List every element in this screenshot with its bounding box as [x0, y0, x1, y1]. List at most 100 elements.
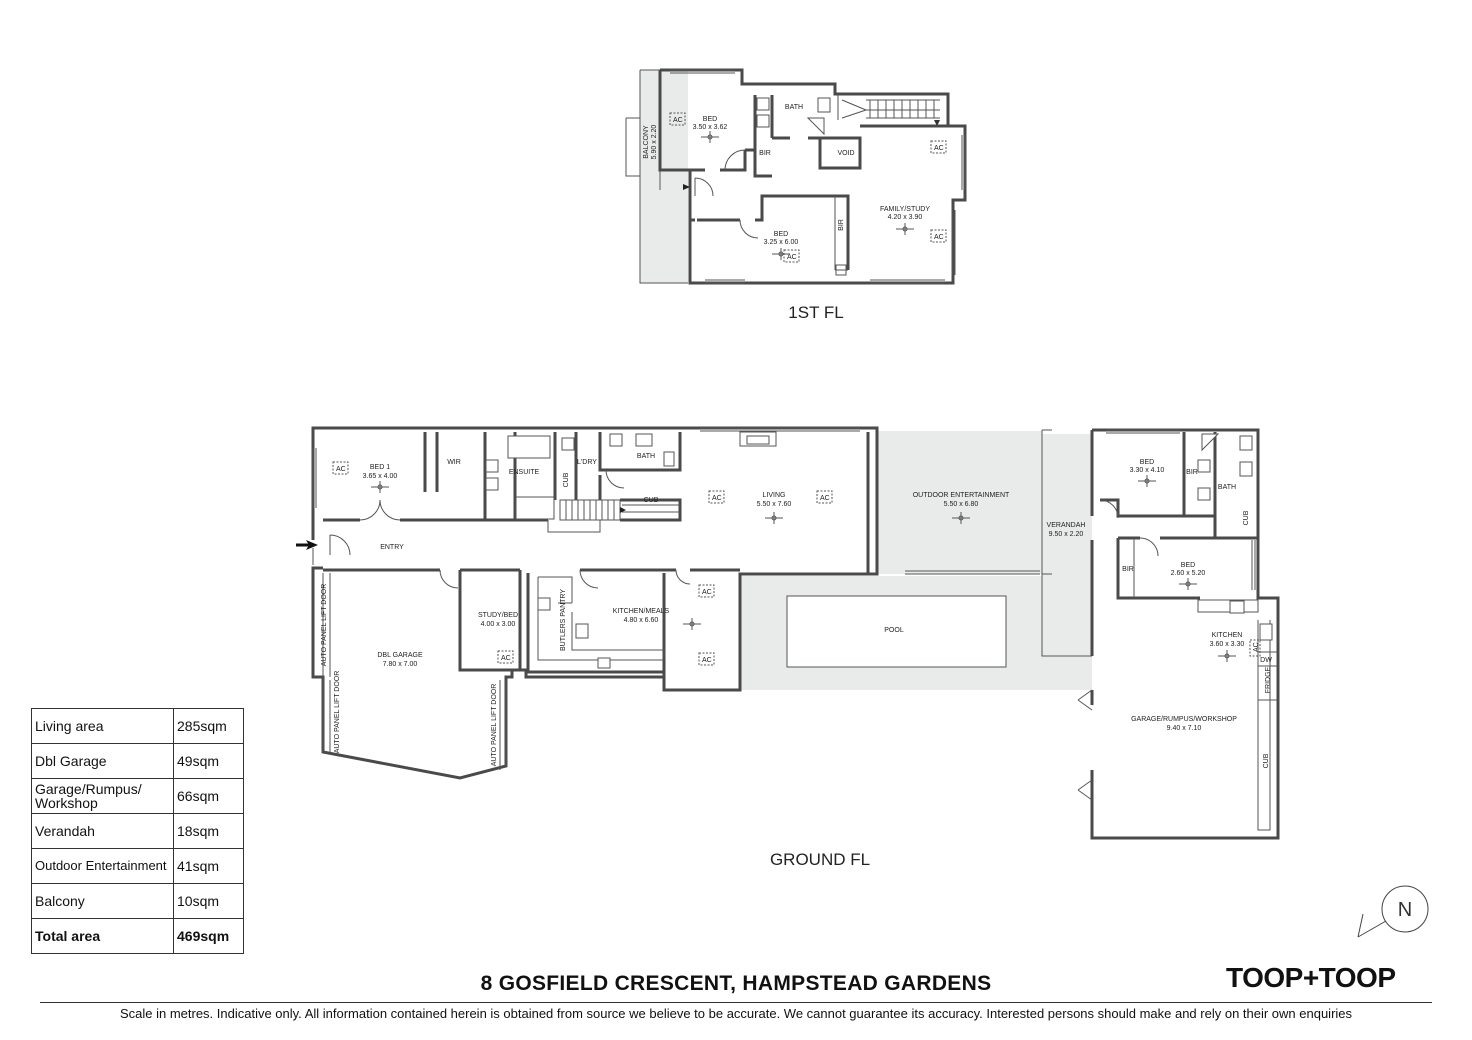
area-label: Outdoor Entertainment: [31, 848, 174, 884]
ac-marker: AC: [698, 584, 715, 598]
ceiling-fan-icon: [1179, 578, 1197, 590]
room-rumpus-name: GARAGE/RUMPUS/WORKSHOP: [1131, 716, 1237, 723]
room-outdoor-name: OUTDOOR ENTERTAINMENT: [913, 492, 1010, 499]
room-outdoor-size: 5.50 x 6.80: [944, 501, 979, 508]
room-bed-a-name: BED: [703, 116, 717, 123]
room-verandah-size: 9.50 x 2.20: [1049, 531, 1084, 538]
first-floor-title: 1ST FL: [788, 303, 843, 322]
room-study-size: 4.00 x 3.00: [481, 621, 516, 628]
ac-marker: AC: [930, 140, 947, 154]
lift-door-a-label: AUTO PANEL LIFT DOOR: [321, 584, 328, 667]
table-row: Outdoor Entertainment 41sqm: [31, 848, 244, 884]
room-bed1-size: 3.65 x 4.00: [363, 473, 398, 480]
room-pantry-name: BUTLERS PANTRY: [560, 589, 567, 651]
room-kitchen-r-size: 3.60 x 3.30: [1210, 641, 1245, 648]
north-arrow-icon: N: [1357, 885, 1429, 938]
area-summary-table: Living area 285sqm Dbl Garage 49sqm Gara…: [31, 708, 244, 954]
room-cub-r-name: CUB: [1243, 510, 1250, 525]
room-cub-a-name: CUB: [563, 472, 570, 487]
room-ensuite-name: ENSUITE: [509, 469, 540, 476]
table-row: Garage/Rumpus/ Workshop 66sqm: [31, 778, 244, 814]
ground-floor-plan: BED 1 3.65 x 4.00 WIR ENSUITE CUB L'DRY …: [296, 426, 1280, 869]
north-label: N: [1398, 899, 1412, 921]
area-value: 49sqm: [173, 743, 244, 779]
area-label: Balcony: [31, 883, 174, 919]
room-bath-name: BATH: [637, 453, 655, 460]
ac-marker: AC: [332, 461, 349, 475]
room-bir-r1-name: BIR: [1186, 469, 1198, 476]
room-dw-name: DW: [1260, 657, 1272, 664]
footer-divider: [40, 1002, 1432, 1003]
area-value: 41sqm: [173, 848, 244, 884]
room-garage-size: 7.80 x 7.00: [383, 661, 418, 668]
room-bath-r-name: BATH: [1218, 484, 1236, 491]
room-wir-name: WIR: [447, 459, 461, 466]
room-kitchen-name: KITCHEN/MEALS: [613, 608, 670, 615]
area-value: 10sqm: [173, 883, 244, 919]
svg-text:AC: AC: [673, 117, 683, 124]
room-ldry-name: L'DRY: [577, 459, 597, 466]
first-floor-outer-wall: [660, 68, 967, 285]
outdoor-entertainment-shade: [877, 431, 1042, 574]
table-row-total: Total area 469sqm: [31, 918, 244, 954]
area-label: Garage/Rumpus/ Workshop: [31, 778, 174, 814]
room-balcony-name: BALCONY: [643, 125, 650, 159]
room-bir-b-name: BIR: [838, 219, 845, 231]
svg-text:AC: AC: [820, 495, 830, 502]
room-bed-b-name: BED: [774, 231, 788, 238]
room-void-name: VOID: [837, 150, 854, 157]
svg-text:AC: AC: [712, 495, 722, 502]
ac-marker: AC: [783, 249, 800, 263]
room-bed-a-size: 3.50 x 3.62: [693, 124, 728, 131]
room-family-size: 4.20 x 3.90: [888, 214, 923, 221]
table-row: Verandah 18sqm: [31, 813, 244, 849]
ceiling-fan-icon: [371, 481, 389, 493]
table-row: Balcony 10sqm: [31, 883, 244, 919]
ac-marker: AC: [930, 229, 947, 243]
room-entry-name: ENTRY: [380, 544, 404, 551]
ground-floor-stair: [547, 499, 680, 533]
room-garage-name: DBL GARAGE: [377, 652, 423, 659]
lift-door-c-label: AUTO PANEL LIFT DOOR: [491, 684, 498, 767]
room-bath-name: BATH: [785, 104, 803, 111]
svg-text:AC: AC: [501, 655, 511, 662]
room-bir-r2-name: BIR: [1122, 566, 1134, 573]
room-bed1-name: BED 1: [370, 464, 390, 471]
ceiling-fan-icon: [701, 131, 719, 143]
table-row: Living area 285sqm: [31, 708, 244, 744]
ceiling-fan-icon: [896, 223, 914, 235]
area-value: 66sqm: [173, 778, 244, 814]
area-label: Dbl Garage: [31, 743, 174, 779]
svg-text:AC: AC: [336, 466, 346, 473]
svg-text:AC: AC: [934, 234, 944, 241]
ac-marker: AC: [698, 652, 715, 666]
room-bed-b-size: 3.25 x 6.00: [764, 239, 799, 246]
svg-text:AC: AC: [702, 657, 712, 664]
room-rumpus-size: 9.40 x 7.10: [1167, 725, 1202, 732]
room-cub-b-name: CUB: [644, 497, 659, 504]
ac-marker: AC: [1249, 639, 1261, 657]
first-floor-plan: BED 3.50 x 3.62 BATH VOID BIR BALCONY 5.…: [625, 68, 967, 322]
room-cub-w-name: CUB: [1263, 753, 1270, 768]
first-floor-stair: [837, 94, 940, 126]
ac-marker: AC: [816, 490, 833, 504]
room-bed-r1-size: 3.30 x 4.10: [1130, 467, 1165, 474]
brand-logo: TOOP+TOOP: [1226, 962, 1396, 993]
svg-text:AC: AC: [787, 254, 797, 261]
ac-marker: AC: [669, 112, 686, 126]
room-pool-name: POOL: [884, 627, 904, 634]
area-value: 285sqm: [173, 708, 244, 744]
room-bed-r2-name: BED: [1181, 562, 1195, 569]
area-label: Living area: [31, 708, 174, 744]
ceiling-fan-icon: [772, 248, 790, 260]
room-bed-r1-name: BED: [1140, 459, 1154, 466]
total-label: Total area: [31, 918, 174, 954]
svg-text:AC: AC: [1253, 642, 1260, 652]
room-living-size: 5.50 x 7.60: [757, 501, 792, 508]
room-family-name: FAMILY/STUDY: [880, 206, 930, 213]
area-label: Verandah: [31, 813, 174, 849]
table-row: Dbl Garage 49sqm: [31, 743, 244, 779]
ceiling-fan-icon: [765, 512, 783, 524]
pool-outline: [786, 595, 1007, 668]
room-kitchen-size: 4.80 x 6.60: [624, 617, 659, 624]
